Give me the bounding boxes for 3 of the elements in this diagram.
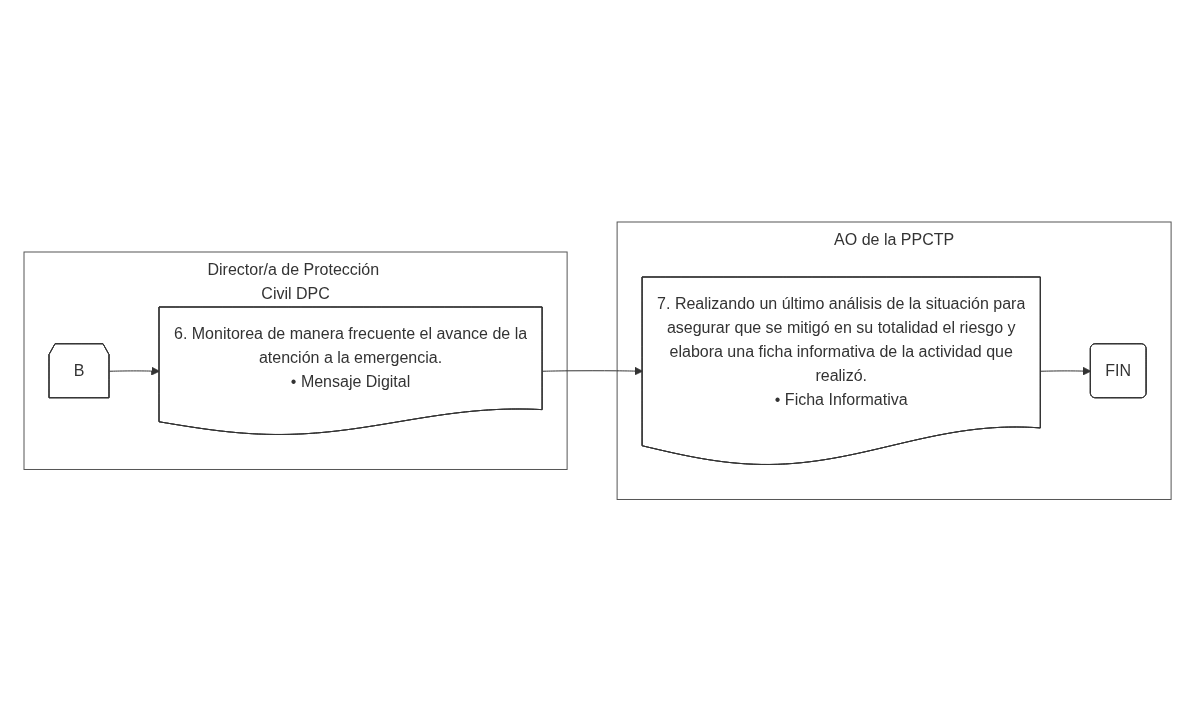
arrow — [542, 366, 644, 376]
arrow — [1040, 366, 1092, 376]
arrow — [109, 366, 161, 376]
